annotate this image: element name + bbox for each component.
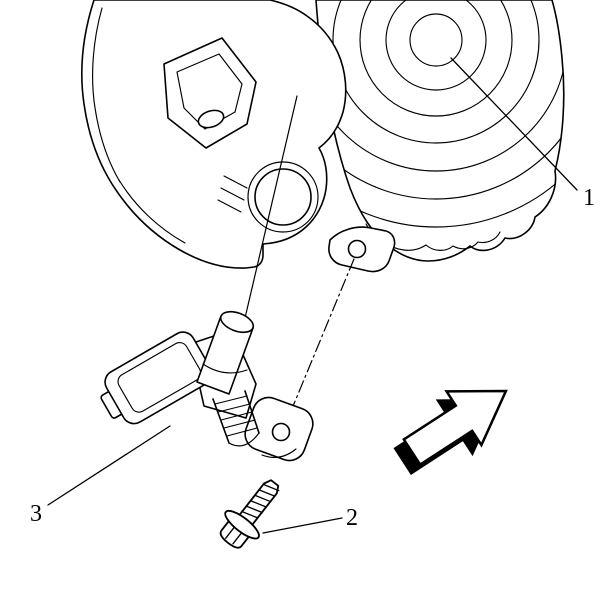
callout-2-label: 2 [346, 505, 358, 531]
plate-hatch-marks [217, 175, 248, 213]
callout-3-label: 3 [30, 501, 42, 527]
bore-circle [316, 0, 564, 200]
sensor-connector-inner [117, 342, 202, 413]
bore-circle [359, 0, 513, 117]
mounting-boss-hole [347, 239, 367, 259]
bracket-slot-hole [197, 109, 225, 129]
bore-circle [409, 13, 463, 67]
callout-1-label: 1 [583, 185, 595, 211]
callout-1-leader [450, 57, 578, 191]
sensor-bore-hole [254, 168, 312, 226]
backing-plate-inner-edge [92, 7, 121, 183]
sensor-flange-hole [271, 422, 291, 442]
engine-bore-circles [316, 0, 564, 228]
callout-2-leader [262, 517, 343, 534]
backing-plate [81, 0, 347, 269]
sensor-barrel-cap [219, 310, 255, 334]
sensor-bracket [163, 37, 257, 149]
bore-circle [316, 0, 564, 172]
bore-circle [316, 0, 564, 228]
engine-case-outline [315, 0, 565, 262]
sensor-tip-threads [212, 390, 260, 447]
sensor-bracket-inner-line [176, 53, 243, 130]
engine-assembly [315, 0, 565, 273]
bolt-flange [224, 509, 260, 540]
callout-3-leader [47, 425, 171, 506]
bolt-centerline [283, 258, 355, 429]
sensor-flange-thickness [261, 448, 297, 459]
sensor-connector [100, 331, 213, 425]
sensor-barrel-ridge [202, 363, 248, 374]
bore-circle [385, 0, 487, 91]
alignment-line [244, 95, 298, 319]
bore-circle [332, 0, 540, 144]
bolt-threads [241, 483, 280, 519]
direction-arrow-icon [393, 389, 508, 475]
camshaft-position-sensor [100, 310, 314, 462]
engine-case-bottom-detail [365, 223, 501, 251]
bolt-head [219, 516, 253, 549]
sensor-bore-counterbore [247, 161, 319, 233]
mounting-bolt [219, 479, 280, 549]
direction-arrow-outline [402, 389, 508, 467]
backing-plate-bottom-edge [118, 179, 186, 244]
sensor-connector-shell [104, 331, 213, 425]
